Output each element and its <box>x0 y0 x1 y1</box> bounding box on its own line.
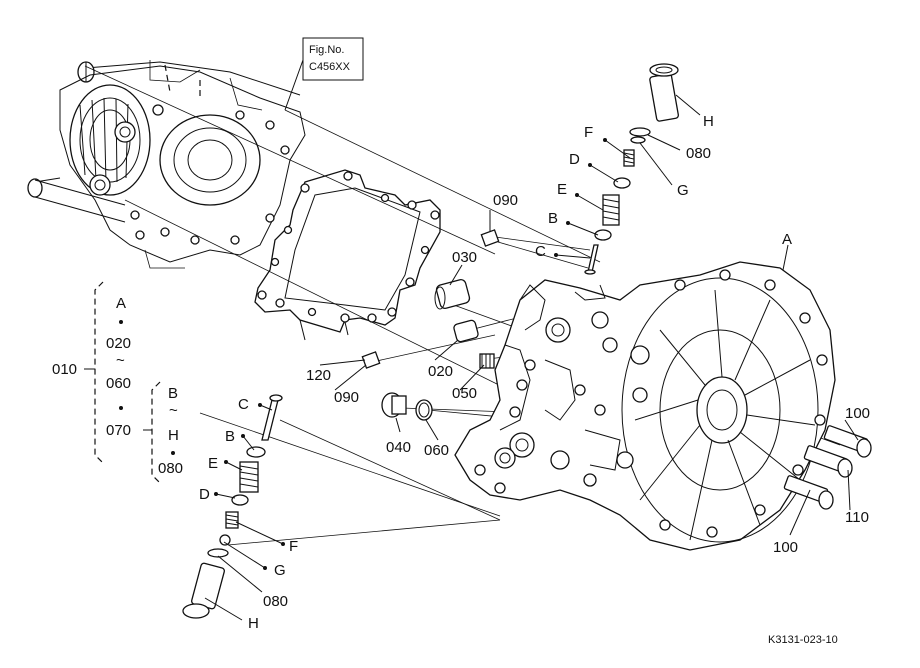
transmission-housing-drawing <box>27 60 306 269</box>
bracket-item-070: 070 <box>106 422 131 439</box>
label-H-top: H <box>703 113 714 130</box>
leader-lines <box>204 94 859 621</box>
label-B-top: B <box>548 210 558 227</box>
label-D-top: D <box>569 151 580 168</box>
bracket-sub-tilde: ~ <box>169 402 178 419</box>
label-080-bottom: 080 <box>263 593 288 610</box>
label-G-top: G <box>677 182 689 199</box>
label-060: 060 <box>424 442 449 459</box>
bracket-sub-H: H <box>168 427 179 444</box>
bracket-item-A: A <box>116 295 126 312</box>
small-parts-drawing <box>182 63 872 619</box>
fig-no-label: Fig.No. <box>309 44 344 56</box>
label-090-mid: 090 <box>334 389 359 406</box>
label-090-top: 090 <box>493 192 518 209</box>
label-040: 040 <box>386 439 411 456</box>
bracket-item-060: 060 <box>106 375 131 392</box>
label-F-bottom: F <box>289 538 298 555</box>
label-G-bottom: G <box>274 562 286 579</box>
label-080-top: 080 <box>686 145 711 162</box>
label-E-top: E <box>557 181 567 198</box>
valve-body-housing-drawing <box>454 261 836 551</box>
label-120: 120 <box>306 367 331 384</box>
label-C-bottom: C <box>238 396 249 413</box>
label-020: 020 <box>428 363 453 380</box>
label-110: 110 <box>845 509 869 526</box>
bracket-sub-B: B <box>168 385 178 402</box>
part-labels: A H 080 G F D E B C 090 030 020 050 120 … <box>199 113 870 632</box>
label-C-top: C <box>535 243 546 260</box>
assembly-bracket: 010 A 020 ~ 060 070 B ~ H 080 <box>52 281 183 484</box>
assembly-number: 010 <box>52 361 77 378</box>
label-100-a: 100 <box>845 405 870 422</box>
label-H-bottom: H <box>248 615 259 632</box>
bracket-item-020: 020 <box>106 335 131 352</box>
figure-reference-box: Fig.No. C456XX <box>284 37 364 111</box>
label-A-top: A <box>782 231 792 248</box>
drawing-code: K3131-023-10 <box>768 634 838 646</box>
label-F-top: F <box>584 124 593 141</box>
label-E-bottom: E <box>208 455 218 472</box>
label-D-bottom: D <box>199 486 210 503</box>
label-050: 050 <box>452 385 477 402</box>
gasket-drawing <box>254 169 441 341</box>
bracket-sub-080: 080 <box>158 460 183 477</box>
fig-no-value: C456XX <box>309 61 351 73</box>
label-030: 030 <box>452 249 477 266</box>
label-B-bottom: B <box>225 428 235 445</box>
label-100-b: 100 <box>773 539 798 556</box>
bracket-range-tilde: ~ <box>116 352 125 369</box>
